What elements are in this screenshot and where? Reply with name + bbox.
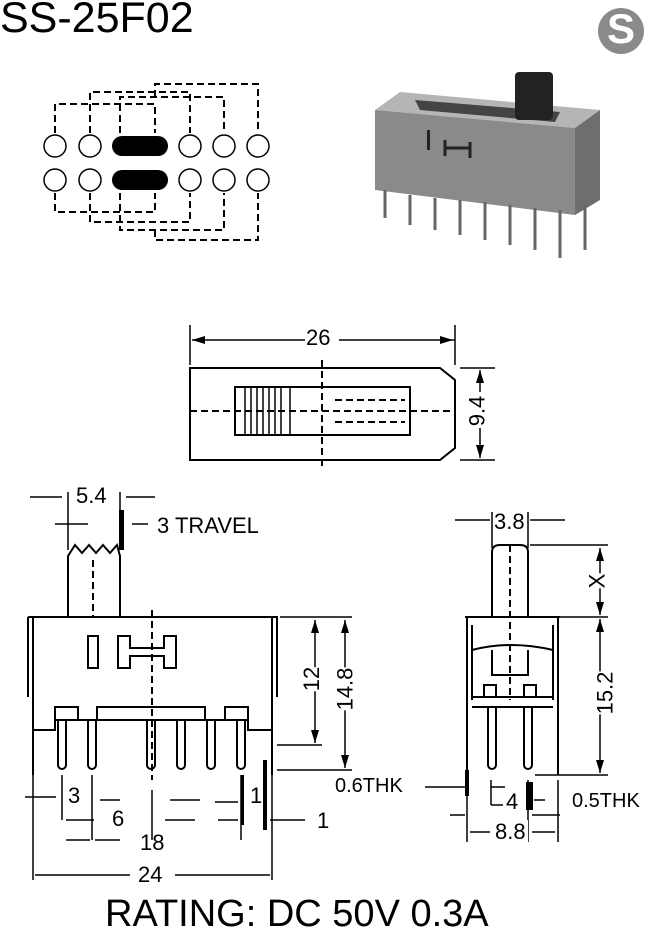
pin-pitch-label: 3 — [68, 783, 81, 808]
side-width-label: 8.8 — [493, 819, 528, 844]
brand-logo-letter: S — [606, 5, 635, 52]
pitch-6-label: 6 — [112, 806, 125, 831]
tab-1b-label: 1 — [317, 808, 330, 833]
top-width-label: 9.4 — [464, 395, 490, 427]
side-view — [425, 512, 608, 842]
brand-logo — [598, 8, 644, 54]
pin-spacing-label: 4 — [506, 789, 519, 814]
title: SS-25F02 — [0, 0, 194, 42]
front-view — [25, 492, 352, 880]
actuator-width-label: 5.4 — [76, 483, 107, 508]
pin-thk-label: 0.6THK — [335, 775, 403, 797]
top-length-label: 26 — [306, 325, 331, 350]
side-height-label: 15.2 — [592, 671, 619, 715]
span-18-label: 18 — [140, 830, 165, 855]
rating-text: RATING: DC 50V 0.3A — [105, 893, 489, 935]
tab-1a-label: 1 — [250, 783, 263, 808]
actuator-height-label: X — [584, 573, 611, 589]
circuit-schematic — [43, 83, 270, 241]
top-view — [189, 325, 495, 470]
total-height-label: 14.8 — [332, 667, 359, 711]
body-height-label: 12 — [299, 666, 326, 692]
travel-label: 3 TRAVEL — [157, 513, 259, 538]
product-photo — [375, 72, 600, 258]
tab-thk-label: 0.5THK — [572, 790, 640, 812]
span-24-label: 24 — [138, 862, 163, 887]
side-actuator-width-label: 3.8 — [494, 509, 525, 534]
